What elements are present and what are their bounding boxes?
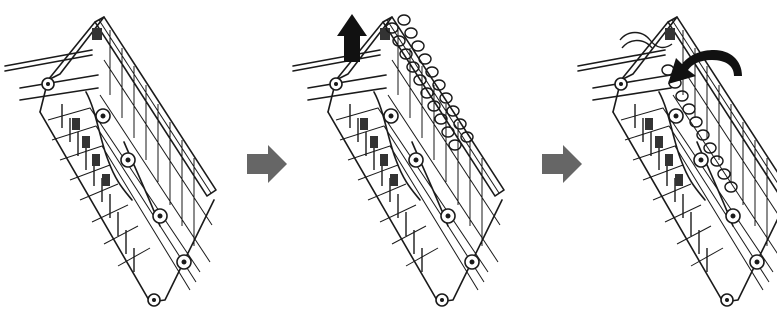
step-arrow-2 xyxy=(542,145,582,183)
basket-panel-1 xyxy=(4,16,217,307)
lift-up-arrow xyxy=(337,14,367,62)
step-arrow-1 xyxy=(247,145,287,183)
basket-panel-2 xyxy=(292,14,505,307)
basket-panel-3 xyxy=(577,16,777,307)
fold-down-arrow xyxy=(668,50,742,84)
